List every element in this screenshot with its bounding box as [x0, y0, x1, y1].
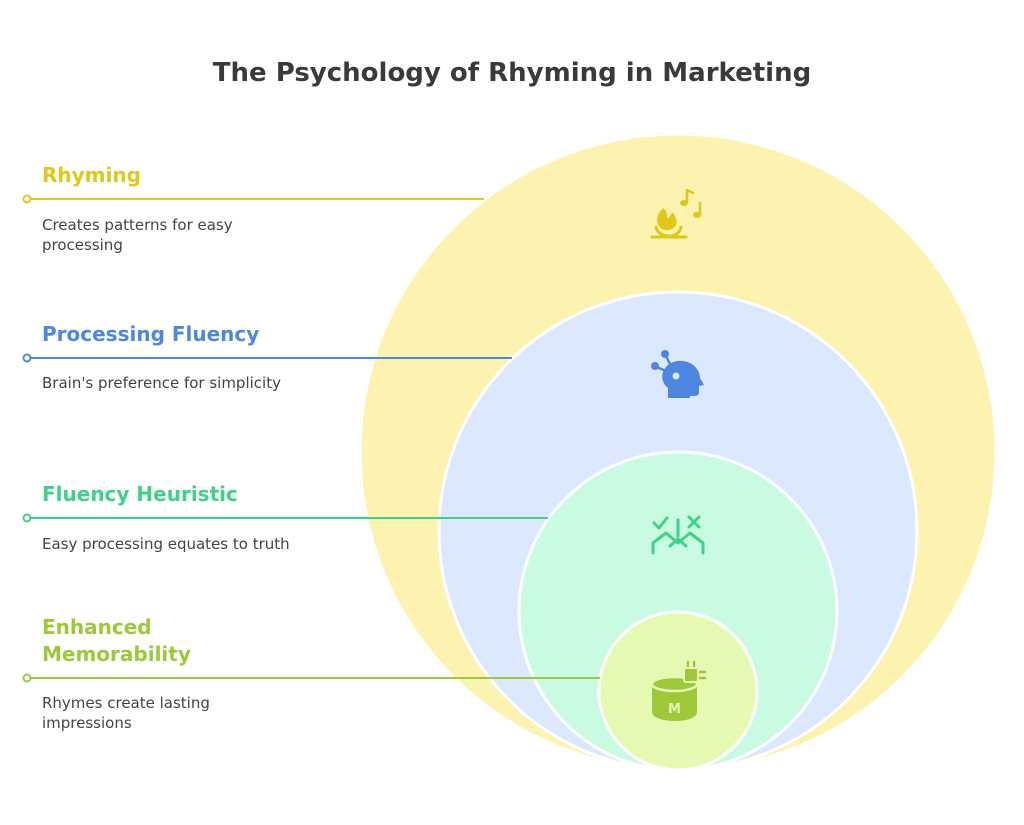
brain-connection-icon [651, 350, 704, 398]
label-desc-fluency-heuristic: Easy processing equates to truth [42, 535, 290, 553]
label-title-rhyming: Rhyming [42, 163, 141, 187]
label-title-fluency-heuristic: Fluency Heuristic [42, 482, 238, 506]
connector-enhanced-memorability [22, 673, 600, 683]
label-rhyming: Rhyming Creates patterns for easy proces… [42, 162, 302, 255]
diagram-title: The Psychology of Rhyming in Marketing [212, 58, 812, 88]
label-enhanced-memorability: Enhanced Memorability Rhymes create last… [42, 614, 222, 733]
label-title-processing-fluency: Processing Fluency [42, 322, 260, 346]
label-desc-processing-fluency: Brain's preference for simplicity [42, 374, 281, 392]
campfire-music-icon [650, 188, 702, 239]
label-title-enhanced-memorability: Enhanced Memorability [42, 615, 191, 666]
label-fluency-heuristic: Fluency Heuristic Easy processing equate… [42, 481, 302, 554]
memory-chip-icon: M [650, 660, 707, 721]
label-desc-rhyming: Creates patterns for easy processing [42, 216, 233, 254]
label-desc-enhanced-memorability: Rhymes create lasting impressions [42, 694, 210, 732]
decision-check-cross-icon [651, 515, 705, 555]
connector-rhyming [22, 194, 484, 204]
label-processing-fluency: Processing Fluency Brain's preference fo… [42, 321, 302, 393]
svg-text:M: M [668, 702, 681, 717]
connector-fluency-heuristic [22, 513, 548, 523]
connector-processing-fluency [22, 353, 512, 363]
